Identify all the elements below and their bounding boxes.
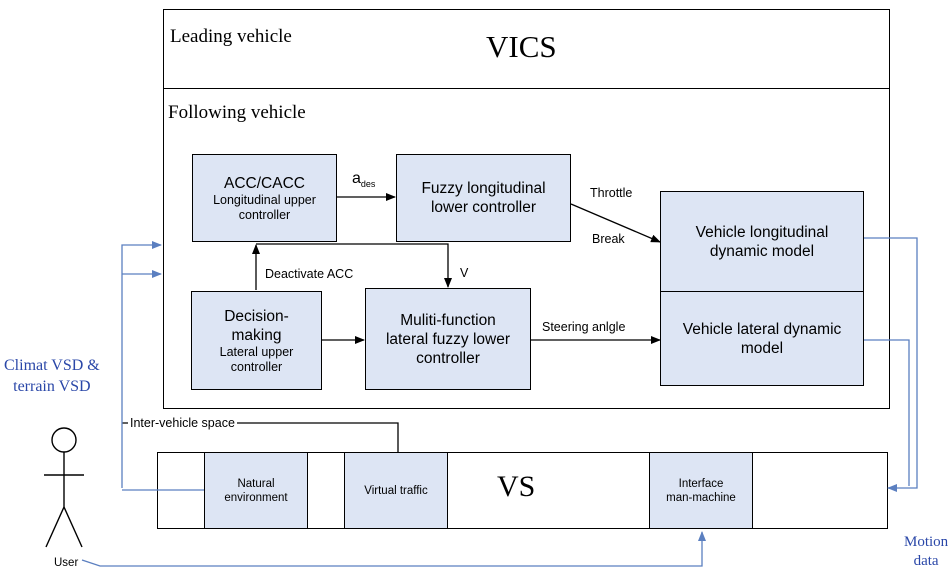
interface-block: Interface man-machine (649, 452, 753, 529)
natural-env-line-2: environment (224, 491, 288, 504)
vs-title: VS (497, 470, 536, 503)
v-label: V (460, 266, 469, 280)
virtual-traffic-block: Virtual traffic (344, 452, 448, 529)
decision-making-block: Decision- making Lateral upper controlle… (191, 291, 322, 390)
decision-line-1: Decision- (224, 307, 289, 325)
multi-function-block: Muliti-function lateral fuzzy lower cont… (365, 288, 531, 390)
inter-vehicle-space-label: Inter-vehicle space (128, 416, 237, 431)
feedback-user-interface (81, 531, 706, 567)
deactivate-acc-label: Deactivate ACC (265, 267, 354, 281)
user-label: User (54, 557, 79, 569)
motion-line-1: Motion (904, 534, 949, 550)
steering-angle-label: Steering anlgle (542, 320, 626, 334)
climat-label: Climat VSD & terrain VSD (4, 355, 100, 397)
feedback-climat-upper (121, 241, 162, 488)
user-icon (44, 427, 84, 548)
fuzzy-long-line-2: lower controller (430, 199, 537, 216)
break-label: Break (592, 232, 625, 246)
vehicle-lateral-block: Vehicle lateral dynamic model (660, 291, 864, 386)
multi-line-3: controller (416, 349, 480, 367)
veh-long-line-2: dynamic model (709, 242, 815, 260)
fuzzy-longitudinal-block: Fuzzy longitudinal lower controller (396, 154, 571, 242)
edge-throttle (570, 203, 661, 243)
acc-title: ACC/CACC (224, 174, 305, 192)
fuzzy-long-line-1: Fuzzy longitudinal (421, 180, 546, 197)
virtual-traffic-label: Virtual traffic (364, 484, 428, 497)
veh-lat-line-1: Vehicle lateral dynamic (682, 320, 842, 338)
leading-vehicle-frame (163, 9, 890, 89)
acc-subtitle-1: Longitudinal upper (213, 192, 316, 207)
a-des-main: a (352, 170, 361, 187)
a-des-sub: des (360, 179, 376, 190)
interface-line-2: man-machine (666, 491, 736, 504)
feedback-motion-long (864, 237, 918, 492)
leading-vehicle-label: Leading vehicle (170, 26, 292, 47)
natural-environment-block: Natural environment (204, 452, 308, 529)
edge-v (256, 243, 452, 288)
multi-line-2: lateral fuzzy lower (385, 330, 511, 348)
veh-long-line-1: Vehicle longitudinal (695, 223, 829, 241)
veh-lat-line-2: model (740, 339, 784, 357)
climat-line-1: Climat VSD & (4, 357, 100, 374)
feedback-motion-lat (864, 339, 910, 486)
multi-line-1: Muliti-function (400, 311, 496, 329)
climat-line-2: terrain VSD (13, 378, 91, 395)
natural-env-line-1: Natural (237, 477, 275, 490)
vehicle-longitudinal-block: Vehicle longitudinal dynamic model (660, 191, 864, 292)
vics-title: VICS (486, 29, 557, 64)
decision-line-2: making (231, 326, 282, 344)
motion-data-label: Motion data (904, 533, 948, 571)
decision-line-4: controller (230, 359, 283, 374)
acc-cacc-block: ACC/CACC Longitudinal upper controller (192, 154, 337, 242)
a-des-label: ades (352, 170, 375, 189)
following-vehicle-label: Following vehicle (168, 102, 306, 123)
decision-line-3: Lateral upper (219, 344, 294, 359)
interface-line-1: Interface (678, 477, 724, 490)
acc-subtitle-2: controller (238, 207, 291, 222)
motion-line-2: data (913, 553, 939, 569)
throttle-label: Throttle (590, 186, 633, 200)
